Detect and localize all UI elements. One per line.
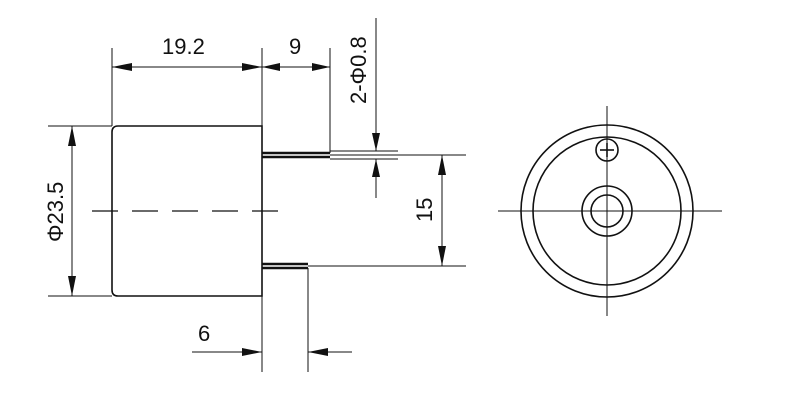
sound-hole-inner bbox=[590, 194, 624, 228]
dim-length: 19.2 bbox=[112, 34, 262, 71]
dim-length-label: 19.2 bbox=[162, 34, 205, 59]
lower-pin bbox=[262, 262, 308, 270]
dim-pin-offset: 9 bbox=[262, 34, 330, 71]
inner-rim bbox=[532, 136, 682, 286]
dim-pin-spacing-label: 15 bbox=[412, 198, 437, 222]
dim-diameter: Φ23.5 bbox=[43, 126, 76, 296]
dim-diameter-label: Φ23.5 bbox=[43, 182, 68, 242]
upper-pin bbox=[262, 150, 398, 160]
dim-pin-spacing: 15 bbox=[412, 155, 446, 266]
front-view bbox=[498, 106, 722, 316]
dim-pin-length: 6 bbox=[192, 321, 352, 356]
sound-hole-outer bbox=[581, 185, 633, 237]
dim-pin-length-label: 6 bbox=[198, 321, 210, 346]
dim-pin-offset-label: 9 bbox=[289, 34, 301, 59]
dim-pin-spec: 2-Φ0.8 bbox=[346, 18, 380, 198]
outer-rim bbox=[520, 124, 694, 298]
plus-icon bbox=[595, 138, 619, 162]
side-view: 19.2 9 2-Φ0.8 Φ23.5 1 bbox=[43, 18, 466, 372]
dim-pin-spec-label: 2-Φ0.8 bbox=[346, 36, 371, 104]
buzzer-body-outline bbox=[111, 125, 263, 297]
